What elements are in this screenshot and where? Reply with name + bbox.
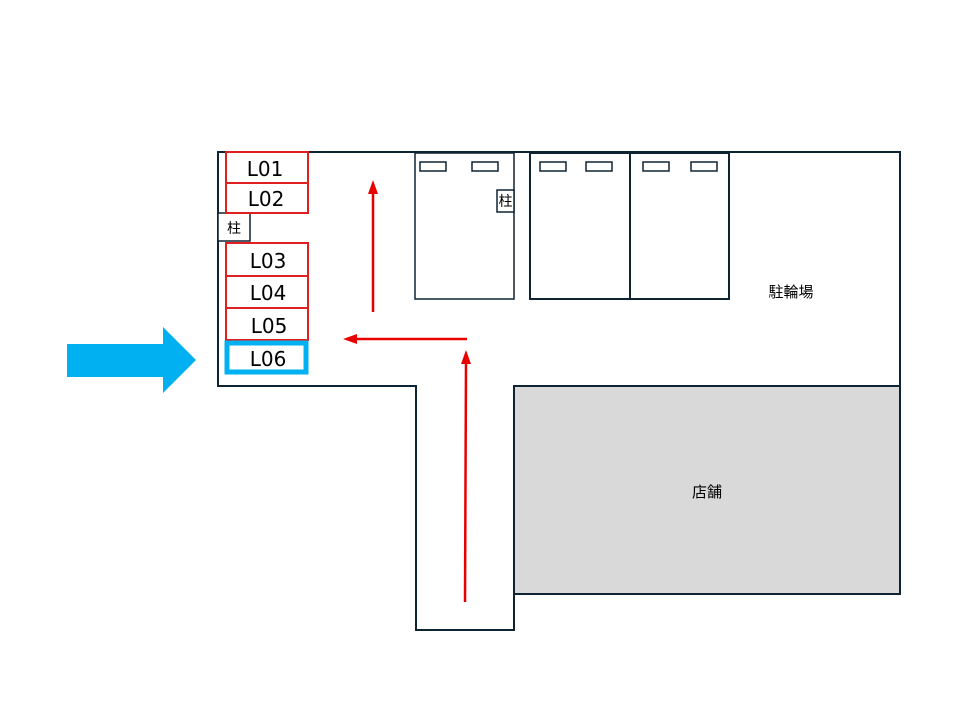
route-arrow-up-lot	[368, 180, 378, 312]
parking-slot-l06-highlighted[interactable]: L06	[224, 340, 309, 375]
parking-slot-l03[interactable]: L03	[225, 242, 309, 277]
bike-parking-label: 駐輪場	[768, 283, 813, 301]
parking-slot-l01[interactable]: L01	[225, 151, 309, 184]
store-block	[513, 385, 901, 595]
pillar-label-right: 柱	[499, 194, 513, 210]
slot-label: L05	[251, 314, 288, 338]
slot-label: L01	[247, 157, 284, 181]
bike-storage-unit-1	[414, 152, 515, 300]
parking-slot-l02[interactable]: L02	[225, 182, 309, 214]
parking-slot-l04[interactable]: L04	[225, 275, 309, 309]
slot-label: L06	[250, 347, 287, 371]
slot-label: L02	[248, 187, 285, 211]
store-label: 店舗	[692, 483, 722, 501]
bike-storage-unit-3	[629, 152, 730, 300]
slot-label: L04	[250, 281, 287, 305]
parking-slot-l05[interactable]: L05	[225, 307, 309, 341]
pillar-label-left: 柱	[227, 221, 241, 237]
bike-storage-unit-2	[529, 152, 631, 300]
route-arrow-up-entrance	[461, 350, 471, 603]
route-arrow-left	[343, 334, 467, 344]
pillar-box-right	[496, 189, 515, 213]
entry-arrow-icon	[67, 327, 196, 393]
slot-label: L03	[250, 249, 287, 273]
